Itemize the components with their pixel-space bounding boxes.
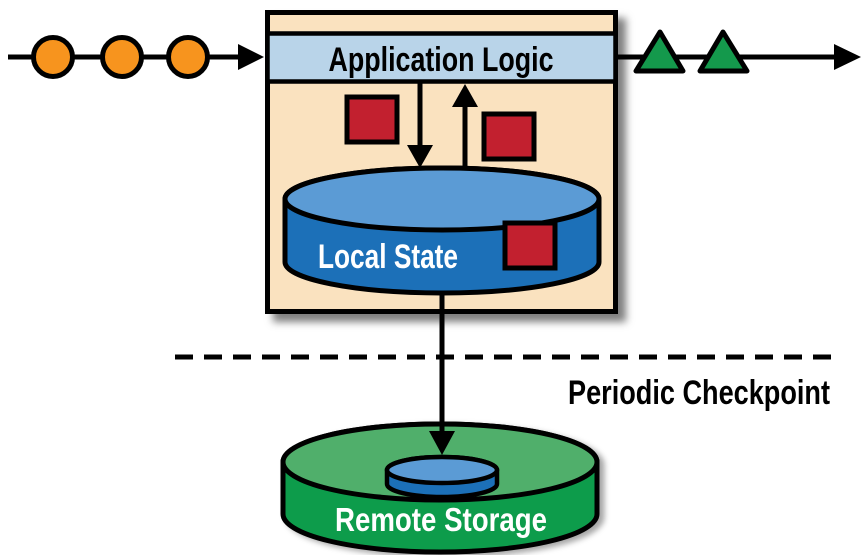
application-logic-box xyxy=(265,31,618,84)
output-arrowhead-icon xyxy=(834,44,861,70)
state-record-icon xyxy=(344,94,400,145)
write-state-arrow xyxy=(407,82,433,168)
application-logic-label: Application Logic xyxy=(329,41,554,79)
down-arrowhead-icon xyxy=(407,145,433,168)
read-state-arrow xyxy=(452,84,478,168)
checkpoint-arrow xyxy=(429,291,455,455)
local-state-cylinder-top xyxy=(282,165,602,233)
input-record-icon xyxy=(166,35,210,79)
local-state-cylinder: Local State xyxy=(282,165,602,296)
checkpoint-arrowhead-icon xyxy=(429,431,455,455)
input-stream xyxy=(8,35,264,79)
state-record-icon xyxy=(502,220,558,271)
input-record-icon xyxy=(100,35,144,79)
local-state-label: Local State xyxy=(318,238,458,276)
input-record-icon xyxy=(31,35,75,79)
output-result-icon xyxy=(633,29,686,74)
periodic-checkpoint-label: Periodic Checkpoint xyxy=(568,374,830,412)
checkpoint-snapshot-cylinder xyxy=(384,454,500,500)
up-arrowhead-icon xyxy=(452,84,478,107)
input-arrowhead-icon xyxy=(238,44,264,70)
checkpoint-snapshot-top xyxy=(384,454,500,486)
state-record-icon xyxy=(481,111,537,162)
remote-storage-label: Remote Storage xyxy=(335,501,547,538)
output-result-icon xyxy=(697,29,750,74)
output-stream xyxy=(616,29,861,74)
